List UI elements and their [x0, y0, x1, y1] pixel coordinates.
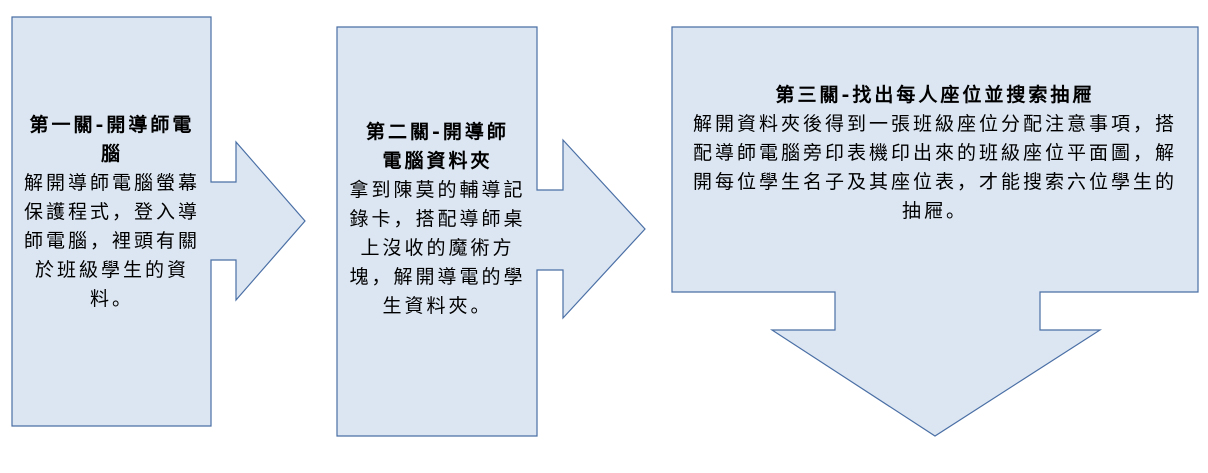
step1-body: 解開導師電腦螢幕保護程式，登入導師電腦，裡頭有關於班級學生的資料。	[23, 172, 200, 310]
step1-title: 第一關-開導師電腦	[29, 114, 195, 165]
step1-text: 第一關-開導師電腦 解開導師電腦螢幕保護程式，登入導師電腦，裡頭有關於班級學生的…	[22, 111, 202, 314]
step1-arrow-shape	[11, 16, 306, 427]
step3-down-arrow-shape	[671, 26, 1199, 437]
step2-arrow-shape	[336, 26, 646, 437]
step3-text: 第三關-找出每人座位並搜索抽屜 解開資料夾後得到一張班級座位分配注意事項，搭配導…	[678, 81, 1192, 226]
step3-title: 第三關-找出每人座位並搜索抽屜	[775, 84, 1095, 106]
step2-title: 第二關-開導師電腦資料夾	[366, 121, 509, 172]
step2-text: 第二關-開導師電腦資料夾 拿到陳莫的輔導記錄卡，搭配導師桌上沒收的魔術方塊，解開…	[340, 118, 535, 321]
step3-body: 解開資料夾後得到一張班級座位分配注意事項，搭配導師電腦旁印表機印出來的班級座位平…	[692, 113, 1177, 222]
step2-body: 拿到陳莫的輔導記錄卡，搭配導師桌上沒收的魔術方塊，解開導電的學生資料夾。	[349, 179, 526, 317]
